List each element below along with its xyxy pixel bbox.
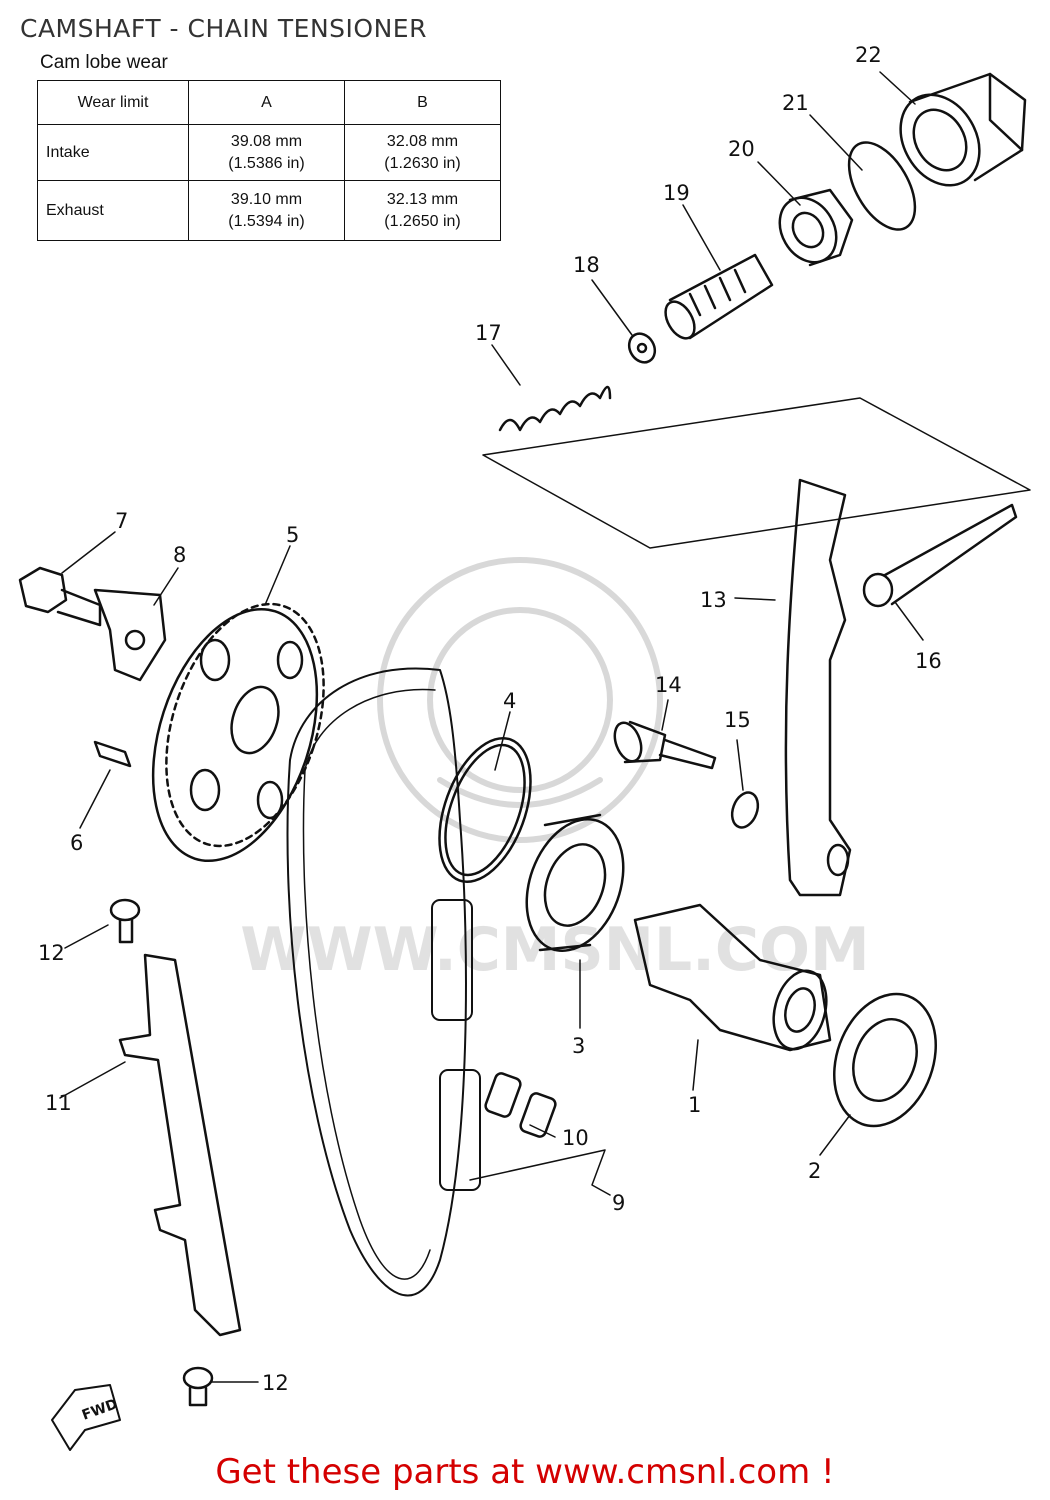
callout-20: 20 — [728, 137, 755, 161]
callout-2: 2 — [808, 1159, 821, 1183]
fwd-arrow: FWD — [51, 1384, 121, 1451]
callout-12-bottom: 12 — [262, 1371, 289, 1395]
callout-10: 10 — [562, 1126, 589, 1150]
cam-lobe-wear-table: Wear limit A B Intake 39.08 mm(1.5386 in… — [37, 80, 501, 241]
part-2-bearing — [833, 992, 937, 1128]
callout-12-top: 12 — [38, 941, 65, 965]
part-12-screw-bottom — [182, 1366, 214, 1407]
fwd-label: FWD — [80, 1396, 120, 1424]
part-6-dowel-pin — [93, 740, 132, 768]
callout-17: 17 — [475, 321, 502, 345]
part-13-chain-tensioner-guide — [784, 478, 852, 897]
exhaust-a-mm: 39.10 mm — [230, 190, 303, 208]
part-7-bolt — [18, 566, 102, 627]
diagram-title: CAMSHAFT - CHAIN TENSIONER — [20, 14, 427, 43]
cta-link[interactable]: Get these parts at www.cmsnl.com ! — [215, 1452, 835, 1492]
callout-22: 22 — [855, 43, 882, 67]
callout-4: 4 — [503, 689, 516, 713]
part-14-tensioner-bolt — [613, 720, 717, 770]
part-19-tensioner-rod — [664, 253, 774, 340]
callout-13: 13 — [700, 588, 727, 612]
leader-lines — [59, 71, 924, 1383]
chain-links — [431, 899, 481, 1191]
intake-a-cell: 39.08 mm (1.5386 in) — [188, 124, 345, 181]
callout-3: 3 — [572, 1034, 585, 1058]
table-row-exhaust: Exhaust 39.10 mm (1.5394 in) 32.13 mm (1.2… — [37, 180, 501, 241]
part-3-bearing — [525, 813, 625, 952]
exhaust-a-in: (1.5394 in) — [228, 212, 305, 230]
part-4-circlip — [438, 736, 532, 884]
part-18-washer — [627, 332, 657, 364]
row-label: Intake — [37, 124, 189, 181]
cam-chain-inner — [302, 688, 436, 1280]
intake-b-in: (1.2630 in) — [384, 154, 461, 172]
part-11-chain-guide — [118, 953, 242, 1337]
part-16-pivot-bolt — [862, 503, 1018, 608]
callout-15: 15 — [724, 708, 751, 732]
part-17-spring — [498, 385, 612, 432]
callout-6: 6 — [70, 831, 83, 855]
callout-19: 19 — [663, 181, 690, 205]
part-21-o-ring — [847, 141, 917, 231]
intake-b-cell: 32.08 mm (1.2630 in) — [344, 124, 501, 181]
intake-b-mm: 32.08 mm — [386, 132, 459, 150]
exhaust-b-cell: 32.13 mm (1.2650 in) — [344, 180, 501, 241]
callout-5: 5 — [286, 523, 299, 547]
callout-14: 14 — [655, 673, 682, 697]
callout-8: 8 — [173, 543, 186, 567]
callout-7: 7 — [115, 509, 128, 533]
tensioner-guide-pivot — [826, 843, 850, 877]
tensioner-group-bracket — [482, 397, 1031, 549]
part-12-screw-top — [109, 898, 141, 944]
callout-16: 16 — [915, 649, 942, 673]
callout-1: 1 — [688, 1093, 701, 1117]
exhaust-b-in: (1.2650 in) — [384, 212, 461, 230]
part-22-tensioner-cap — [899, 72, 1027, 187]
callout-18: 18 — [573, 253, 600, 277]
part-10-chain-joint — [484, 1072, 557, 1138]
part-9-cam-chain — [286, 667, 467, 1297]
intake-a-in: (1.5386 in) — [228, 154, 305, 172]
part-5-cam-sprocket — [151, 602, 325, 863]
callout-9: 9 — [612, 1191, 625, 1215]
callout-11: 11 — [45, 1091, 72, 1115]
exhaust-b-mm: 32.13 mm — [386, 190, 459, 208]
table-caption: Cam lobe wear — [40, 52, 168, 73]
part-1-camshaft — [633, 903, 832, 1052]
exhaust-a-cell: 39.10 mm (1.5394 in) — [188, 180, 345, 241]
table-row-intake: Intake 39.08 mm (1.5386 in) 32.08 mm (1.26… — [37, 124, 501, 181]
watermark: WWW.CMSNL.COM — [240, 557, 870, 985]
callout-21: 21 — [782, 91, 809, 115]
row-label: Exhaust — [37, 180, 189, 241]
callout-labels: 1 2 3 4 5 6 7 8 9 10 11 12 12 13 14 15 1… — [38, 43, 942, 1395]
part-20-nut — [778, 188, 854, 267]
part-15-o-ring — [730, 791, 760, 829]
intake-a-mm: 39.08 mm — [230, 132, 303, 150]
